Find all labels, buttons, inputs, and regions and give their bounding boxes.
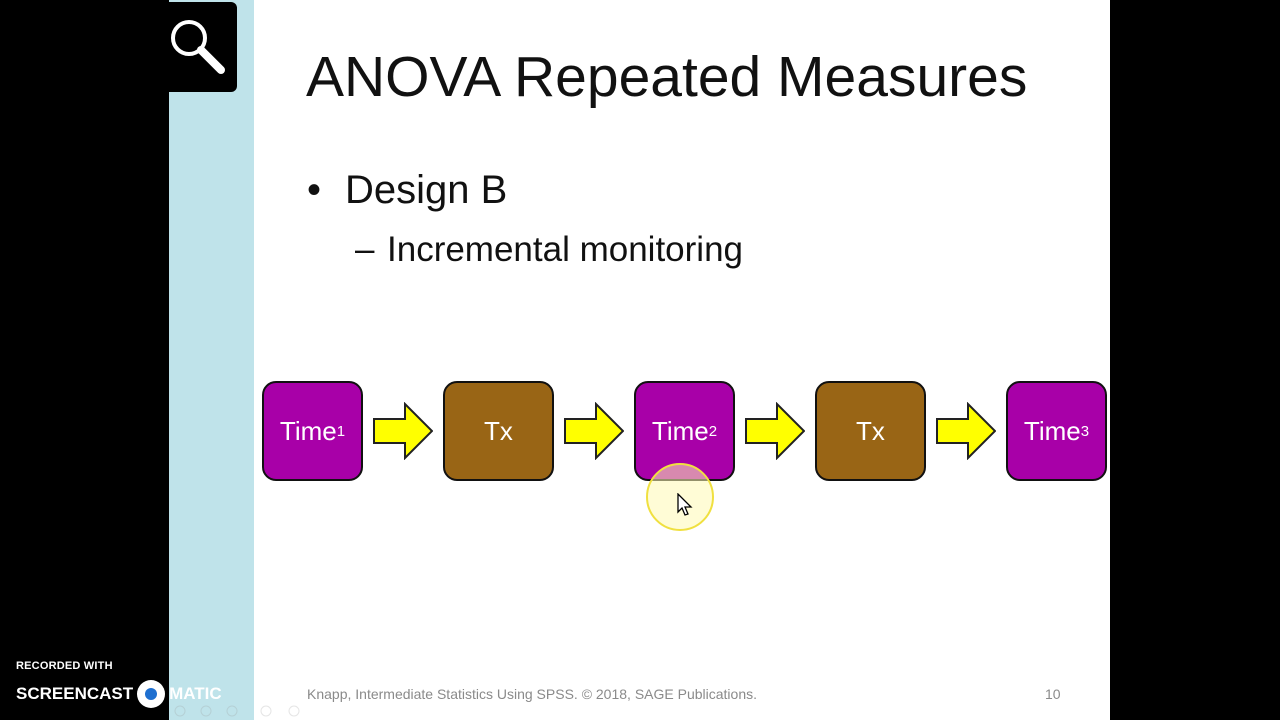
slide-footer: Knapp, Intermediate Statistics Using SPS… <box>307 686 757 702</box>
watermark-left: SCREENCAST <box>16 684 134 703</box>
time1-label: Time <box>279 415 337 446</box>
arrow-icon <box>373 402 433 460</box>
faint-toolbar <box>174 705 300 717</box>
tx1-label: Tx <box>484 415 513 446</box>
page-number: 10 <box>1045 686 1061 702</box>
bullet-marker: • <box>307 168 322 212</box>
time3-subscript: 3 <box>1080 422 1090 440</box>
watermark-line2: SCREENCAST MATIC <box>16 680 222 708</box>
time3-label: Time <box>1023 415 1081 446</box>
time1-subscript: 1 <box>336 422 346 440</box>
sub-bullet-marker: – <box>355 230 375 269</box>
record-dot-icon <box>137 680 166 708</box>
tx1-box: Tx <box>443 381 554 481</box>
tx2-label: Tx <box>856 415 885 446</box>
slide-title: ANOVA Repeated Measures <box>306 45 1028 109</box>
bullet-item: • Design B <box>307 168 507 213</box>
cursor-highlight <box>646 463 714 531</box>
slide-side-band <box>169 0 254 720</box>
mouse-pointer-icon <box>677 493 693 516</box>
time2-subscript: 2 <box>708 422 718 440</box>
time2-label: Time <box>651 415 709 446</box>
arrow-icon <box>936 402 996 460</box>
watermark-line1: RECORDED WITH <box>16 660 113 672</box>
arrow-icon <box>564 402 624 460</box>
sub-bullet-text: Incremental monitoring <box>387 230 743 269</box>
screencast-watermark: RECORDED WITH SCREENCAST MATIC <box>16 660 222 708</box>
slide: ANOVA Repeated Measures • Design B –Incre… <box>169 0 1110 720</box>
bullet-text: Design B <box>345 168 508 212</box>
watermark-right: MATIC <box>169 684 222 703</box>
magnifier-icon <box>171 20 225 74</box>
sub-bullet-item: –Incremental monitoring <box>355 230 743 270</box>
tx2-box: Tx <box>815 381 926 481</box>
arrow-icon <box>745 402 805 460</box>
zoom-button[interactable] <box>169 2 237 92</box>
